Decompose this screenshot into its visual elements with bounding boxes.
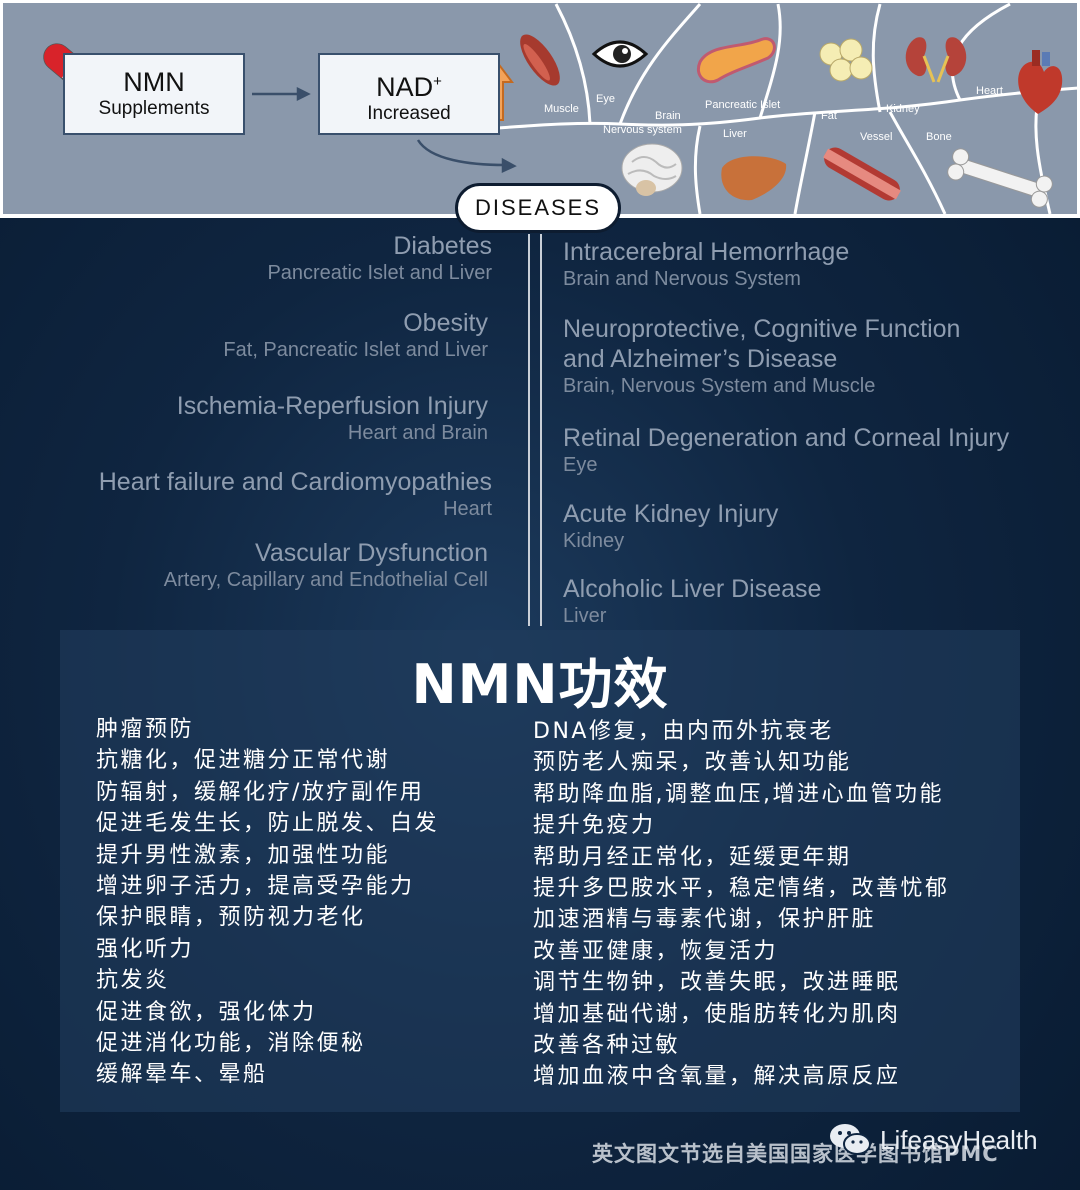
wechat-icon [830,1124,871,1155]
nmn-box-subtitle: Supplements [98,98,210,119]
benefit-item: 肿瘤预防 [96,717,195,742]
disease-organs: Artery, Capillary and Endothelial Cell [163,569,488,591]
benefit-item: 改善亚健康，恢复活力 [533,938,779,964]
benefit-item: 增加基础代谢，使脂肪转化为肌肉 [533,1001,901,1027]
disease-retinal-degeneration: Retinal Degeneration and Corneal Injury … [563,423,1009,478]
organ-label-eye: Eye [596,93,615,105]
benefit-item: 保护眼睛，预防视力老化 [96,905,366,931]
nad-increased-box: NAD+ Increased [318,53,500,135]
disease-organs: Pancreatic Islet and Liver [267,262,492,284]
muscle-icon [520,34,560,86]
nmn-box-title: NMN [123,67,185,97]
nmn-mechanism-banner: NMN Supplements NAD+ Increased Muscle Ey… [0,0,1080,218]
disease-alcoholic-liver: Alcoholic Liver Disease Liver [563,574,821,629]
disease-name: Heart failure and Cardiomyopathies [98,468,492,496]
benefit-item: 改善各种过敏 [533,1032,681,1058]
disease-name: Neuroprotective, Cognitive Function [563,315,961,343]
benefit-item: 抗发炎 [96,968,170,994]
disease-name: Ischemia-Reperfusion Injury [176,392,488,420]
organ-label-liver: Liver [723,128,747,140]
benefits-list-right: DNA修复，由内而外抗衰老 预防老人痴呆，改善认知功能 帮助降血脂,调整血压,增… [533,716,950,1093]
bone-icon [947,148,1053,208]
organ-label-vessel: Vessel [860,131,893,143]
disease-name: Acute Kidney Injury [563,500,779,528]
disease-vascular-dysfunction: Vascular Dysfunction Artery, Capillary a… [164,538,488,593]
benefit-item: 促进毛发生长，防止脱发、白发 [96,811,440,837]
watermark: LifeasyHealth [828,1120,1038,1160]
benefit-item: 强化听力 [96,936,195,962]
column-divider [528,234,542,626]
fat-icon [819,38,873,82]
nad-superscript: + [433,73,442,90]
disease-organs: Kidney [563,530,625,552]
disease-name: Retinal Degeneration and Corneal Injury [563,424,1010,452]
organ-label-bone: Bone [926,131,952,143]
disease-organs: Fat, Pancreatic Islet and Liver [223,339,488,361]
benefit-item: 加速酒精与毒素代谢，保护肝脏 [533,907,877,933]
organ-label-heart: Heart [976,85,1003,97]
benefit-item: 增进卵子活力，提高受孕能力 [96,873,415,899]
benefit-item: 防辐射，缓解化疗/放疗副作用 [96,779,425,805]
benefit-item: 促进食欲，强化体力 [96,999,317,1025]
diseases-label: DISEASES [455,183,621,233]
disease-organs: Heart and Brain [347,422,488,444]
nmn-supplements-box: NMN Supplements [63,53,245,135]
organ-label-kidney: Kidney [886,103,920,115]
source-note: 英文图文节选自美国国家医学图书馆PMC [592,1142,999,1166]
disease-ischemia-reperfusion: Ischemia-Reperfusion Injury Heart and Br… [177,391,488,446]
brain-icon [621,143,683,196]
pancreas-icon [697,37,776,84]
disease-organs: Brain, Nervous System and Muscle [563,375,876,397]
organ-label-pancreatic-islet: Pancreatic Islet [705,99,781,111]
benefit-item: 提升免疫力 [533,813,656,839]
disease-heart-failure: Heart failure and Cardiomyopathies Heart [99,467,492,522]
nad-box-title: NAD+ [320,67,498,102]
disease-name: Vascular Dysfunction [255,539,488,567]
disease-organs: Eye [563,454,598,476]
flow-arrows [252,86,517,173]
benefit-item: 提升男性激素，加强性功能 [96,842,391,868]
benefit-item: 调节生物钟，改善失眠，改进睡眠 [533,970,901,996]
nad-box-subtitle: Increased [367,103,451,124]
disease-organs: Heart [443,498,492,520]
nad-title-text: NAD [376,72,434,102]
benefit-item: 提升多巴胺水平，稳定情绪，改善忧郁 [533,875,950,901]
disease-organs: Liver [563,605,607,627]
benefit-item: 帮助降血脂,调整血压,增进心血管功能 [533,781,944,807]
benefit-item: 增加血液中含氧量，解决高原反应 [533,1064,901,1090]
liver-icon [721,156,787,201]
benefits-panel [60,630,1020,1112]
eye-icon [591,40,649,68]
organ-label-brain: Brain [655,110,681,122]
benefit-item: 缓解晕车、晕船 [96,1062,268,1088]
heart-icon [1018,50,1063,114]
disease-acute-kidney-injury: Acute Kidney Injury Kidney [563,499,778,554]
benefit-item: 帮助月经正常化，延缓更年期 [533,844,852,870]
organ-label-muscle: Muscle [544,103,579,115]
disease-obesity: Obesity Fat, Pancreatic Islet and Liver [223,308,488,363]
disease-name: Alcoholic Liver Disease [563,575,822,603]
benefit-item: 抗糖化，促进糖分正常代谢 [96,748,391,774]
disease-name-line2: and Alzheimer’s Disease [563,345,838,373]
benefit-item: DNA修复，由内而外抗衰老 [533,719,834,744]
organ-label-fat: Fat [821,110,837,122]
disease-intracerebral-hemorrhage: Intracerebral Hemorrhage Brain and Nervo… [563,237,849,292]
disease-name: Intracerebral Hemorrhage [563,238,850,266]
benefit-item: 促进消化功能，消除便秘 [96,1030,366,1056]
benefits-list-left: 肿瘤预防 抗糖化，促进糖分正常代谢 防辐射，缓解化疗/放疗副作用 促进毛发生长，… [96,714,439,1091]
kidney-icon [905,37,967,83]
vessel-icon [823,147,901,201]
disease-diabetes: Diabetes Pancreatic Islet and Liver [267,231,492,286]
disease-name: Diabetes [393,232,492,260]
disease-name: Obesity [403,309,488,337]
benefits-title: NMN功效 [411,653,669,716]
organ-label-nervous-system: Nervous system [603,124,682,136]
benefit-item: 预防老人痴呆，改善认知功能 [533,750,852,776]
disease-organs: Brain and Nervous System [563,268,801,290]
watermark-text: LifeasyHealth [880,1124,1038,1155]
disease-neuroprotective: Neuroprotective, Cognitive Function and … [563,314,960,399]
